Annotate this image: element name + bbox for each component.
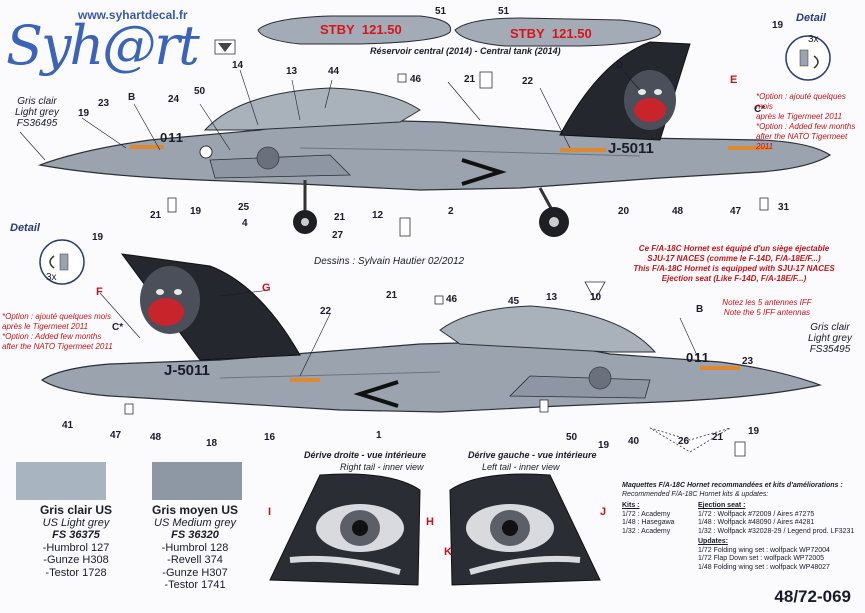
callout-b40: 40	[628, 436, 640, 447]
central-tank-right	[454, 17, 661, 47]
tank2-num: 51	[498, 6, 510, 17]
swatch-medium-grey	[152, 462, 242, 500]
swiss-tail-badge-icon	[214, 39, 236, 55]
bottom-serial: J-5011	[164, 362, 210, 379]
callout-46: 46	[410, 74, 422, 85]
antenna-note: Notez les 5 antennes IFF Note the 5 IFF …	[722, 298, 812, 317]
callout-21b: 21	[150, 210, 162, 221]
callout-b23: 23	[742, 356, 754, 367]
callout-b41: 41	[62, 420, 74, 431]
callout-F: F	[96, 286, 103, 298]
callout-b47: 47	[110, 430, 122, 441]
callout-B: B	[128, 92, 136, 103]
detail-top-num: 19	[772, 20, 784, 31]
callout-b22: 22	[320, 306, 332, 317]
callout-24: 24	[168, 94, 180, 105]
callout-b45: 45	[508, 296, 520, 307]
detail-circle-top	[785, 35, 831, 81]
left-tail-inner-view	[449, 473, 601, 586]
callout-D: D	[616, 60, 624, 71]
callout-b26: 26	[678, 436, 690, 447]
callout-13: 13	[286, 66, 298, 77]
tail-label-J: J	[600, 506, 607, 518]
tail-label-H: H	[426, 516, 434, 528]
tank2-stby: STBY 121.50	[510, 26, 592, 41]
paint-medium-grey: Gris moyen US US Medium grey FS 36320 -H…	[151, 503, 239, 591]
sheet-reference: 48/72-069	[774, 587, 851, 606]
right-tail-inner-view	[269, 473, 421, 586]
bottom-option-note: *Option : ajouté quelques mois après le …	[2, 312, 113, 351]
callout-b48: 48	[150, 432, 162, 443]
right-tail-caption-fr: Dérive droite - vue intérieure	[304, 450, 427, 460]
top-nose-number: 011	[160, 130, 184, 145]
bottom-nose-number: 011	[686, 350, 710, 365]
callout-b16: 16	[264, 432, 276, 443]
aircraft-left-side-view	[40, 253, 823, 413]
detail-top-scale: 3x	[808, 34, 819, 45]
callout-b10: 10	[590, 292, 602, 303]
callout-b21: 21	[386, 290, 398, 301]
seat-note: Ce F/A-18C Hornet est équipé d'un siège …	[633, 244, 835, 283]
callout-47: 47	[730, 206, 742, 217]
paint-light-grey: Gris clair US US Light grey FS 36375 -Hu…	[39, 503, 113, 579]
leader-lines	[19, 69, 701, 377]
right-tail-caption-en: Right tail - inner view	[340, 462, 424, 472]
callout-E: E	[730, 74, 738, 86]
callout-21c: 21	[334, 212, 346, 223]
top-serial: J-5011	[608, 140, 654, 157]
callout-Cstar: C*	[754, 104, 766, 115]
callout-25: 25	[238, 202, 250, 213]
callout-27: 27	[332, 230, 344, 241]
callout-b19b: 19	[748, 426, 760, 437]
tank1-stby: STBY 121.50	[320, 22, 402, 37]
swatch-light-grey	[16, 462, 106, 500]
callout-bCstar: C*	[112, 322, 124, 333]
drawing-credit: Dessins : Sylvain Hautier 02/2012	[314, 256, 465, 267]
left-tail-caption-fr: Dérive gauche - vue intérieure	[468, 450, 597, 460]
callout-44: 44	[328, 66, 340, 77]
detail-left-num: 19	[92, 232, 104, 243]
callout-12: 12	[372, 210, 384, 221]
callout-G: G	[262, 282, 271, 294]
detail-circle-left	[39, 239, 85, 285]
callout-b19: 19	[598, 440, 610, 451]
detail-top-label: Detail	[796, 12, 826, 24]
callout-14: 14	[232, 60, 244, 71]
top-grey-label: Gris clair Light grey FS36495	[15, 96, 59, 129]
left-tail-caption-en: Left tail - inner view	[482, 462, 560, 472]
tail-label-I: I	[268, 506, 272, 518]
tank-caption: Réservoir central (2014) - Central tank …	[370, 46, 561, 56]
callout-20: 20	[618, 206, 630, 217]
callout-b18: 18	[206, 438, 218, 449]
callout-48: 48	[672, 206, 684, 217]
callout-b13: 13	[546, 292, 558, 303]
callout-b21b: 21	[712, 432, 724, 443]
detail-left-scale: 3x	[46, 272, 57, 283]
callout-b50: 50	[566, 432, 578, 443]
callout-19: 19	[78, 108, 90, 119]
callout-50: 50	[194, 86, 206, 97]
top-option-note: *Option : ajouté quelques mois après le …	[756, 92, 856, 151]
kits-panel: Maquettes F/A-18C Hornet recommandées et…	[622, 482, 855, 571]
callout-4: 4	[242, 218, 248, 229]
callout-31: 31	[778, 202, 790, 213]
callout-23: 23	[98, 98, 110, 109]
callout-b46: 46	[446, 294, 458, 305]
callout-21: 21	[464, 74, 476, 85]
site-url: www.syhartdecal.fr	[78, 8, 188, 22]
tail-label-K: K	[444, 546, 452, 558]
detail-left-label: Detail	[10, 222, 40, 234]
tank1-num: 51	[435, 6, 447, 17]
callout-2: 2	[448, 206, 454, 217]
bottom-grey-label: Gris clair Light grey FS35495	[808, 322, 852, 355]
callout-b1: 1	[376, 430, 382, 441]
callout-19b: 19	[190, 206, 202, 217]
callout-22: 22	[522, 76, 534, 87]
callout-bB: B	[696, 304, 704, 315]
small-decals	[124, 71, 769, 457]
aircraft-right-side-view	[37, 41, 832, 237]
brand-logo: Syh@rt	[6, 14, 200, 77]
central-tank-left	[257, 15, 452, 45]
